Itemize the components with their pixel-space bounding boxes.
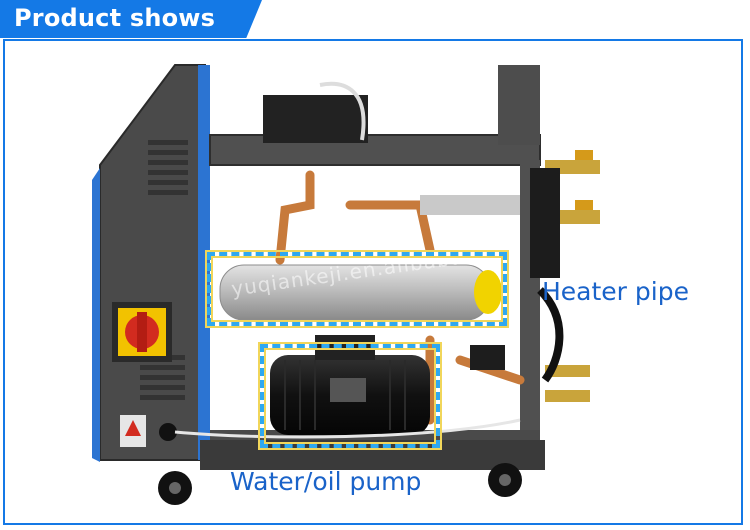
switch-handle <box>137 312 147 352</box>
pump-label: Water/oil pump <box>230 467 422 496</box>
heater-pipe-label: Heater pipe <box>542 277 689 306</box>
control-tower <box>99 64 206 461</box>
motor-fins <box>284 360 406 430</box>
valve-block <box>530 168 560 278</box>
warning-icon <box>125 420 141 436</box>
machine-body <box>92 64 600 505</box>
header-tab <box>0 0 262 38</box>
solenoid-valve <box>470 345 505 370</box>
heater-highlight-box <box>207 252 507 326</box>
hose <box>537 287 564 383</box>
white-wire <box>174 418 521 439</box>
side-panel <box>92 168 100 462</box>
controller-box <box>263 95 368 143</box>
page-title: Product shows <box>14 4 216 32</box>
caster-wheels <box>158 463 522 505</box>
right-post <box>498 65 540 145</box>
cable-gland <box>159 423 177 441</box>
header-bar: Product shows <box>0 0 750 38</box>
insulated-pipe-top <box>420 195 520 215</box>
pump-highlight-box <box>260 344 440 448</box>
heater-cap <box>474 270 502 314</box>
controller-cable <box>319 81 366 141</box>
top-beam <box>209 134 541 166</box>
side-panel-strip <box>198 65 210 460</box>
motor-nameplate <box>330 378 366 402</box>
